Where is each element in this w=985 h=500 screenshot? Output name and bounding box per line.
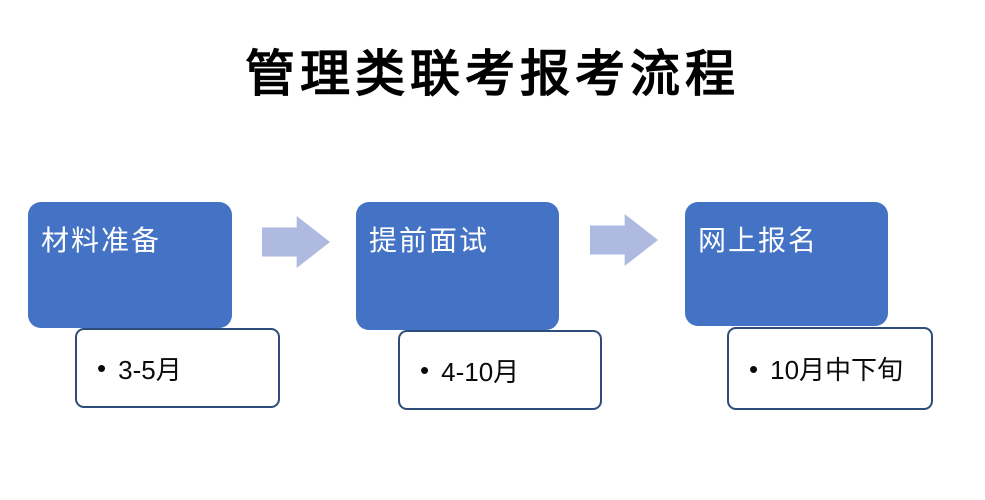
right-arrow-icon [262, 216, 330, 268]
step-detail-early-interview: • 4-10月 [398, 330, 602, 410]
step-detail-text: 3-5月 [118, 354, 182, 385]
step-label: 提前面试 [369, 225, 490, 256]
right-arrow-icon [590, 214, 658, 266]
step-detail-material-prep: • 3-5月 [75, 328, 280, 408]
step-label: 材料准备 [41, 225, 162, 256]
step-box-early-interview: 提前面试 [356, 202, 559, 330]
step-detail-text: 10月中下旬 [770, 355, 904, 385]
step-box-online-registration: 网上报名 [685, 202, 888, 326]
bullet-icon: • [97, 353, 107, 383]
step-detail-text: 4-10月 [441, 356, 520, 387]
bullet-icon: • [749, 353, 759, 384]
step-box-material-prep: 材料准备 [28, 202, 232, 328]
bullet-icon: • [420, 355, 430, 385]
step-detail-online-registration: • 10月中下旬 [727, 327, 933, 410]
page-title: 管理类联考报考流程 [245, 44, 740, 103]
step-label: 网上报名 [698, 225, 819, 256]
